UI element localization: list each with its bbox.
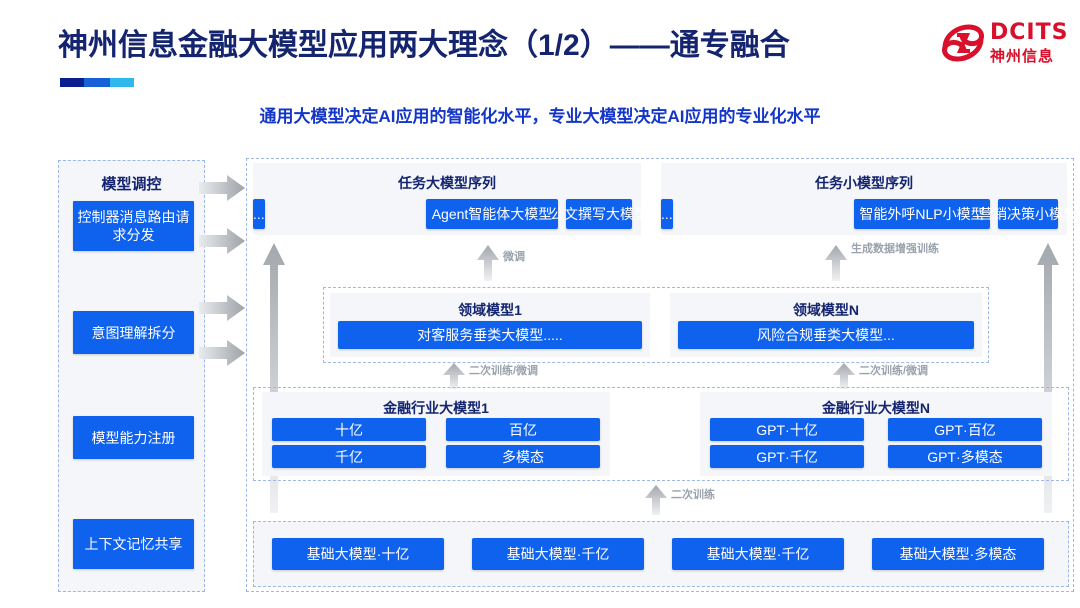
control-item-label: 意图理解拆分 bbox=[91, 324, 176, 341]
model-stack-container: 任务大模型序列 Agent智能体大模型 公文撰写大模型 ... 任务小模型序列 … bbox=[246, 158, 1077, 592]
control-item-intent[interactable]: 意图理解拆分 bbox=[73, 311, 194, 354]
label-data-augmentation: 生成数据增强训练 bbox=[851, 243, 939, 255]
base-model-container: 基础大模型·十亿 基础大模型·千亿 基础大模型·千亿 基础大模型·多模态 bbox=[253, 521, 1069, 587]
task-model-agent[interactable]: Agent智能体大模型 bbox=[426, 199, 558, 229]
arrow-up-icon-retrain-right bbox=[833, 363, 855, 389]
arrow-right-icon-2 bbox=[199, 228, 245, 254]
task-small-model-sequence-title: 任务小模型序列 bbox=[815, 175, 913, 191]
label-retrain: 二次训练 bbox=[671, 489, 715, 501]
domain-model-1: 领域模型1 对客服务垂类大模型..... bbox=[330, 293, 650, 357]
industry-model-container: 金融行业大模型1 十亿 百亿 千亿 多模态 金融行业大模型N GPT·十亿 GP… bbox=[253, 387, 1069, 481]
arrow-right-icon-4 bbox=[199, 340, 245, 366]
task-large-model-sequence: 任务大模型序列 Agent智能体大模型 公文撰写大模型 ... bbox=[253, 163, 648, 235]
industry-model-n-item-3[interactable]: GPT·多模态 bbox=[888, 445, 1042, 468]
logo-brand-cn-text: 神州信息 bbox=[990, 48, 1055, 65]
page-subtitle: 通用大模型决定AI应用的智能化水平，专业大模型决定AI应用的专业化水平 bbox=[259, 107, 821, 126]
arrow-up-icon-finetune bbox=[477, 245, 499, 281]
task-large-model-sequence-title: 任务大模型序列 bbox=[398, 175, 496, 191]
domain-model-1-title: 领域模型1 bbox=[458, 302, 522, 318]
accent-seg-1 bbox=[60, 78, 84, 87]
task-small-model-sequence: 任务小模型序列 智能外呼NLP小模型 营销决策小模型 ... bbox=[661, 163, 1077, 235]
domain-model-n-item[interactable]: 风险合规垂类大模型... bbox=[678, 321, 974, 349]
base-model-2[interactable]: 基础大模型·千亿 bbox=[672, 538, 844, 570]
task-model-more[interactable]: ... bbox=[253, 199, 265, 229]
domain-model-n: 领域模型N 风险合规垂类大模型... bbox=[670, 293, 982, 357]
arrow-right-icon-1 bbox=[199, 175, 245, 201]
page-title: 神州信息金融大模型应用两大理念（1/2）——通专融合 bbox=[58, 29, 790, 62]
accent-seg-2 bbox=[84, 78, 110, 87]
arrow-up-icon-augment bbox=[825, 245, 847, 281]
arrow-up-icon-retrain-left bbox=[443, 363, 465, 389]
logo-brand-text: DCITS bbox=[990, 20, 1069, 45]
label-retrain-finetune-right: 二次训练/微调 bbox=[859, 365, 929, 377]
control-column: 模型调控 控制器消息路由请求分发 意图理解拆分 模型能力注册 上下文记忆共享 bbox=[58, 160, 205, 592]
task-model-doc-writing[interactable]: 公文撰写大模型 bbox=[550, 199, 648, 229]
domain-model-container: 领域模型1 对客服务垂类大模型..... 领域模型N 风险合规垂类大模型... bbox=[323, 287, 989, 363]
accent-seg-3 bbox=[110, 78, 134, 87]
arrow-up-icon-retrain-center bbox=[645, 485, 667, 515]
industry-model-1: 金融行业大模型1 十亿 百亿 千亿 多模态 bbox=[262, 392, 610, 476]
arrow-up-icon-right-tall bbox=[1037, 243, 1059, 513]
control-item-label: 上下文记忆共享 bbox=[84, 536, 183, 552]
accent-bar bbox=[60, 78, 134, 87]
label-retrain-finetune-left: 二次训练/微调 bbox=[469, 365, 539, 377]
control-column-title: 模型调控 bbox=[101, 176, 162, 193]
label-fine-tune: 微调 bbox=[503, 251, 525, 263]
industry-model-n-item-1[interactable]: GPT·百亿 bbox=[888, 418, 1042, 441]
control-item-context[interactable]: 上下文记忆共享 bbox=[73, 519, 194, 569]
control-item-router[interactable]: 控制器消息路由请求分发 bbox=[73, 201, 194, 251]
arrow-up-icon-left-tall bbox=[263, 243, 285, 513]
swirl-logo-icon bbox=[942, 24, 984, 62]
base-model-0[interactable]: 基础大模型·十亿 bbox=[272, 538, 444, 570]
industry-model-1-item-2[interactable]: 千亿 bbox=[272, 445, 426, 468]
industry-model-n-title: 金融行业大模型N bbox=[821, 400, 931, 416]
industry-model-1-item-1[interactable]: 百亿 bbox=[446, 418, 600, 441]
task-model-small-more[interactable]: ... bbox=[661, 199, 673, 229]
industry-model-n-item-0[interactable]: GPT·十亿 bbox=[710, 418, 864, 441]
company-logo: DCITS 神州信息 bbox=[940, 18, 1068, 72]
arrow-right-icon-3 bbox=[199, 295, 245, 321]
control-item-label: 控制器消息路由请求分发 bbox=[77, 209, 190, 243]
base-model-1[interactable]: 基础大模型·千亿 bbox=[472, 538, 644, 570]
control-item-registry[interactable]: 模型能力注册 bbox=[73, 416, 194, 459]
industry-model-n-item-2[interactable]: GPT·千亿 bbox=[710, 445, 864, 468]
industry-model-1-title: 金融行业大模型1 bbox=[383, 400, 489, 416]
industry-model-n: 金融行业大模型N GPT·十亿 GPT·百亿 GPT·千亿 GPT·多模态 bbox=[700, 392, 1052, 476]
task-model-outbound-nlp[interactable]: 智能外呼NLP小模型 bbox=[854, 199, 990, 229]
control-item-label: 模型能力注册 bbox=[91, 429, 176, 446]
industry-model-1-item-0[interactable]: 十亿 bbox=[272, 418, 426, 441]
base-model-3[interactable]: 基础大模型·多模态 bbox=[872, 538, 1044, 570]
industry-model-1-item-3[interactable]: 多模态 bbox=[446, 445, 600, 468]
task-model-marketing-decision[interactable]: 营销决策小模型 bbox=[979, 199, 1077, 229]
domain-model-1-item[interactable]: 对客服务垂类大模型..... bbox=[338, 321, 642, 349]
domain-model-n-title: 领域模型N bbox=[792, 302, 860, 318]
